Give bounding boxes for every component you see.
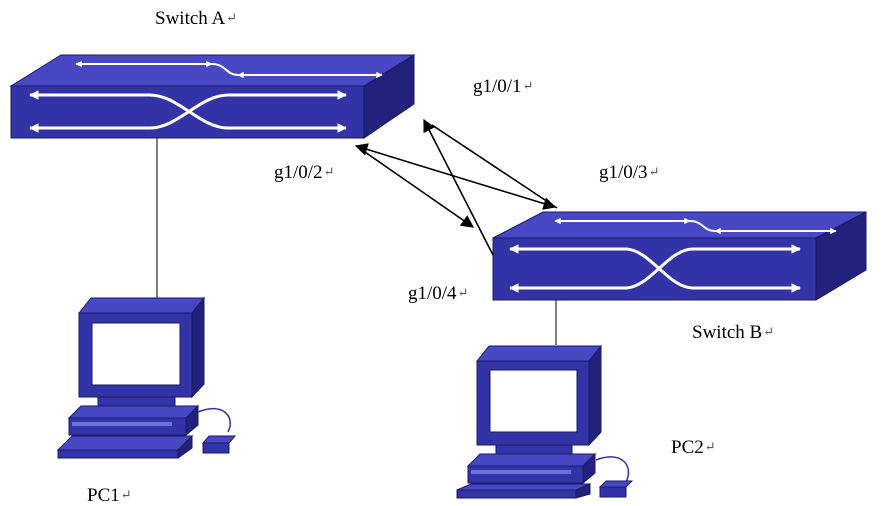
- return-mark: ↵: [522, 78, 534, 93]
- switch-b-label: Switch B↵: [692, 323, 774, 342]
- return-mark: ↵: [120, 487, 132, 502]
- pc2-icon: [456, 344, 634, 499]
- return-mark: ↵: [457, 285, 469, 300]
- switch-a-label: Switch A↵: [155, 9, 237, 28]
- link-g102-g103: [354, 143, 557, 210]
- port-g102-label: g1/0/2↵: [274, 163, 334, 182]
- port-g102-text: g1/0/2: [274, 162, 323, 183]
- link-g102-g104: [361, 149, 475, 228]
- switch-a-icon: [9, 54, 416, 139]
- switch-a-label-text: Switch A: [155, 8, 226, 29]
- pc1-label-text: PC1: [87, 485, 120, 506]
- port-g101-label: g1/0/1↵: [473, 77, 533, 96]
- pc2-label: PC2↵: [671, 438, 716, 457]
- link-g101-g103: [431, 124, 558, 209]
- port-g104-label: g1/0/4↵: [408, 284, 468, 303]
- switch-b-icon: [492, 211, 867, 301]
- return-mark: ↵: [648, 164, 660, 179]
- link-g101-g104: [423, 118, 494, 256]
- return-mark: ↵: [704, 439, 716, 454]
- switch-b-label-text: Switch B: [692, 322, 763, 343]
- return-mark: ↵: [226, 10, 238, 25]
- port-g103-text: g1/0/3: [599, 162, 648, 183]
- port-g101-text: g1/0/1: [473, 76, 522, 97]
- pc1-icon: [56, 296, 237, 459]
- port-g104-text: g1/0/4: [408, 283, 457, 304]
- pc2-label-text: PC2: [671, 437, 704, 458]
- return-mark: ↵: [763, 324, 775, 339]
- port-g103-label: g1/0/3↵: [599, 163, 659, 182]
- pc1-label: PC1↵: [87, 486, 132, 505]
- return-mark: ↵: [323, 164, 335, 179]
